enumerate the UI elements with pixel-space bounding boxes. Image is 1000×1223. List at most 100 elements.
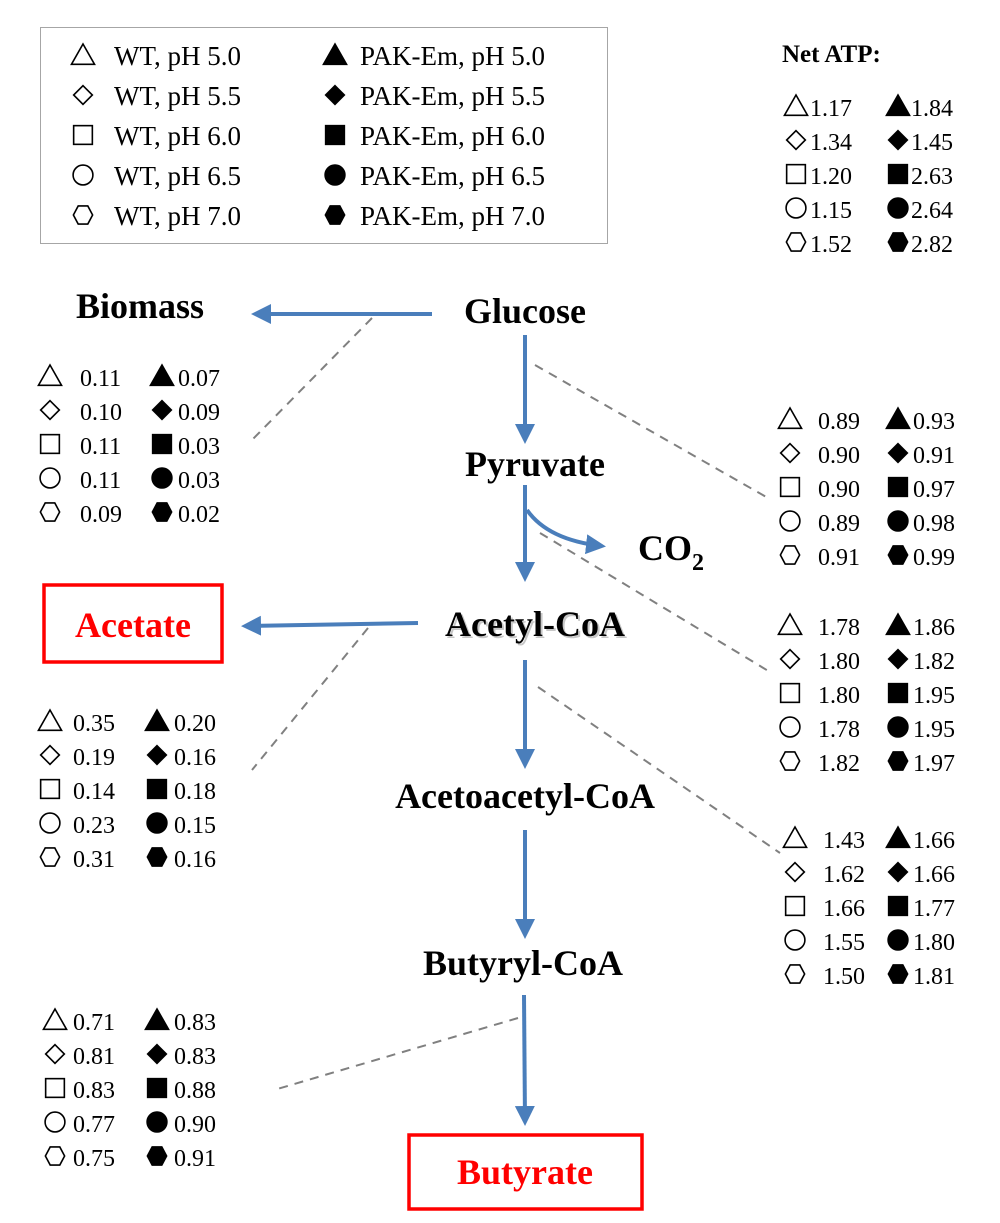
node-biomass: Biomass xyxy=(76,286,204,326)
pak-em-value: 0.03 xyxy=(178,434,220,460)
wt-value: 0.23 xyxy=(73,813,115,839)
filled-hexagon-icon xyxy=(324,205,346,225)
legend-item-label: WT, pH 5.0 xyxy=(114,41,241,71)
node-glucose: Glucose xyxy=(464,291,586,331)
legend-item-label: PAK-Em, pH 6.0 xyxy=(360,121,545,151)
open-diamond-icon xyxy=(39,399,61,421)
open-square-icon xyxy=(785,163,807,185)
wt-value: 0.35 xyxy=(73,711,115,737)
open-triangle-icon xyxy=(37,363,63,387)
filled-diamond-icon xyxy=(324,84,346,106)
legend-item-label: PAK-Em, pH 6.5 xyxy=(360,161,545,191)
legend-item-label: WT, pH 6.5 xyxy=(114,161,241,191)
filled-hexagon-icon xyxy=(887,964,909,984)
pak-em-value: 1.45 xyxy=(911,130,953,156)
wt-value: 0.11 xyxy=(80,468,121,494)
filled-circle-icon xyxy=(887,716,909,738)
wt-value: 1.43 xyxy=(823,828,865,854)
filled-circle-icon xyxy=(887,197,909,219)
pak-em-value: 1.77 xyxy=(913,896,955,922)
node-acetyl-coa-shadow: Acetyl-CoA xyxy=(447,606,627,646)
node-acetoacetyl-coa: Acetoacetyl-CoA xyxy=(395,776,655,816)
legend-box xyxy=(40,27,608,244)
legend-item-label: PAK-Em, pH 7.0 xyxy=(360,201,545,231)
open-triangle-icon xyxy=(777,406,803,430)
filled-triangle-icon xyxy=(885,406,911,430)
wt-value: 0.31 xyxy=(73,847,115,873)
pak-em-value: 0.83 xyxy=(174,1044,216,1070)
node-butyrate: Butyrate xyxy=(457,1152,593,1192)
filled-diamond-icon xyxy=(887,861,909,883)
net-atp-title: Net ATP: xyxy=(782,41,881,68)
open-circle-icon xyxy=(779,510,801,532)
open-circle-icon xyxy=(72,164,94,186)
open-triangle-icon xyxy=(42,1007,68,1031)
open-hexagon-icon xyxy=(779,545,801,565)
wt-value: 1.15 xyxy=(810,198,852,224)
wt-value: 0.19 xyxy=(73,745,115,771)
pak-em-value: 0.91 xyxy=(913,443,955,469)
pak-em-value: 0.16 xyxy=(174,745,216,771)
open-circle-icon xyxy=(39,812,61,834)
open-hexagon-icon xyxy=(44,1146,66,1166)
filled-circle-icon xyxy=(887,510,909,532)
open-circle-icon xyxy=(779,716,801,738)
pak-em-value: 0.93 xyxy=(913,409,955,435)
wt-value: 1.50 xyxy=(823,964,865,990)
open-diamond-icon xyxy=(779,442,801,464)
open-triangle-icon xyxy=(782,825,808,849)
pak-em-value: 0.09 xyxy=(178,400,220,426)
filled-triangle-icon xyxy=(885,612,911,636)
butyrate-box xyxy=(407,1133,644,1211)
filled-hexagon-icon xyxy=(151,502,173,522)
pak-em-value: 1.66 xyxy=(913,862,955,888)
wt-value: 0.90 xyxy=(818,477,860,503)
wt-value: 1.82 xyxy=(818,751,860,777)
co2-subscript: 2 xyxy=(692,550,704,576)
open-diamond-icon xyxy=(784,861,806,883)
filled-diamond-icon xyxy=(146,744,168,766)
wt-value: 0.11 xyxy=(80,366,121,392)
filled-hexagon-icon xyxy=(146,1146,168,1166)
open-hexagon-icon xyxy=(39,847,61,867)
filled-circle-icon xyxy=(151,467,173,489)
pak-em-value: 0.90 xyxy=(174,1112,216,1138)
filled-diamond-icon xyxy=(887,129,909,151)
wt-value: 1.55 xyxy=(823,930,865,956)
filled-circle-icon xyxy=(146,812,168,834)
wt-value: 0.71 xyxy=(73,1010,115,1036)
filled-square-icon xyxy=(146,778,168,800)
wt-value: 1.52 xyxy=(810,232,852,258)
wt-value: 1.17 xyxy=(810,96,852,122)
wt-value: 1.80 xyxy=(818,683,860,709)
filled-square-icon xyxy=(146,1077,168,1099)
open-diamond-icon xyxy=(44,1043,66,1065)
pak-em-value: 0.88 xyxy=(174,1078,216,1104)
filled-diamond-icon xyxy=(887,648,909,670)
wt-value: 1.80 xyxy=(818,649,860,675)
legend: WT, pH 5.0WT, pH 5.5WT, pH 6.0WT, pH 6.5… xyxy=(70,41,545,231)
filled-triangle-icon xyxy=(144,1007,170,1031)
pak-em-value: 1.97 xyxy=(913,751,955,777)
filled-triangle-icon xyxy=(144,708,170,732)
pak-em-value: 1.86 xyxy=(913,615,955,641)
legend-item-label: WT, pH 6.0 xyxy=(114,121,241,151)
pak-em-value: 0.02 xyxy=(178,502,220,528)
wt-value: 1.20 xyxy=(810,164,852,190)
connector-biomass xyxy=(251,317,373,441)
open-hexagon-icon xyxy=(39,502,61,522)
filled-hexagon-icon xyxy=(146,847,168,867)
wt-value: 1.62 xyxy=(823,862,865,888)
connector-acetyl-coa-acetoacetyl-coa xyxy=(537,686,781,854)
legend-item-label: WT, pH 5.5 xyxy=(114,81,241,111)
open-triangle-icon xyxy=(783,93,809,117)
open-hexagon-icon xyxy=(72,205,94,225)
filled-circle-icon xyxy=(324,164,346,186)
